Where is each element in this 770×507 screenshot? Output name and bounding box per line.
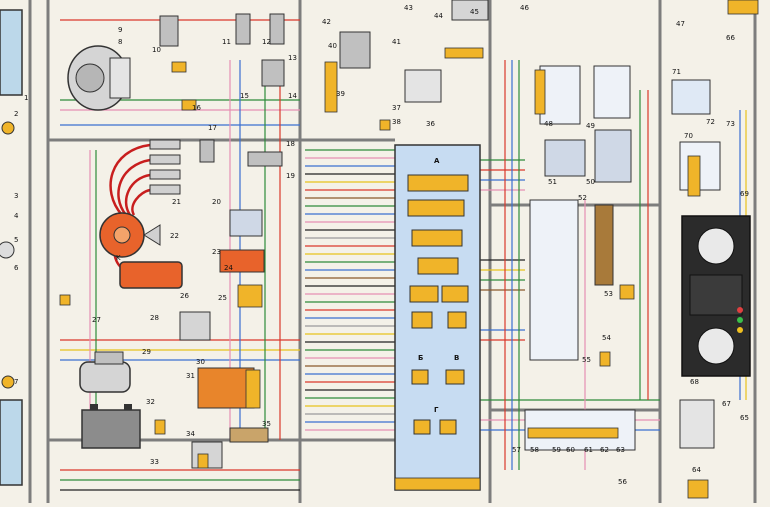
- ref-number-63: 63: [616, 446, 625, 454]
- ref-number-12: 12: [262, 38, 271, 46]
- instrument-cluster: [681, 215, 751, 377]
- ref-number-4: 4: [14, 212, 19, 220]
- ref-number-42: 42: [322, 18, 331, 26]
- ref-number-58: 58: [530, 446, 539, 454]
- ref-number-46: 46: [520, 4, 529, 12]
- ref-number-55: 55: [582, 356, 591, 364]
- ref-number-57: 57: [512, 446, 521, 454]
- ref-number-40: 40: [328, 42, 337, 50]
- ref-number-25: 25: [218, 294, 227, 302]
- block-letter-4: Г: [434, 406, 439, 414]
- ref-number-61: 61: [584, 446, 593, 454]
- ref-number-62: 62: [600, 446, 609, 454]
- ref-number-69: 69: [740, 190, 749, 198]
- ref-number-24: 24: [224, 264, 233, 272]
- block-letter-1: А: [434, 157, 440, 165]
- ref-number-9: 9: [118, 26, 122, 34]
- ref-number-50: 50: [586, 178, 595, 186]
- ref-number-70: 70: [684, 132, 693, 140]
- distributor: [99, 212, 161, 258]
- ref-number-66: 66: [726, 34, 735, 42]
- ref-number-31: 31: [186, 372, 195, 380]
- ref-number-35: 35: [262, 420, 271, 428]
- connector-pads: [59, 0, 759, 499]
- ref-number-10: 10: [152, 46, 161, 54]
- ref-number-32: 32: [146, 398, 155, 406]
- ref-number-43: 43: [404, 4, 413, 12]
- ref-number-2: 2: [14, 110, 18, 118]
- wire-bundle-center: [305, 149, 395, 431]
- ref-number-8: 8: [118, 38, 122, 46]
- ref-number-47: 47: [676, 20, 685, 28]
- ref-number-56: 56: [618, 478, 627, 486]
- block-letter-3: В: [454, 354, 459, 362]
- headlight-left: [0, 9, 23, 486]
- coil-label: K: [116, 254, 121, 262]
- ref-number-14: 14: [288, 92, 297, 100]
- ref-number-44: 44: [434, 12, 443, 20]
- mounting-block: [394, 144, 481, 491]
- ref-number-30: 30: [196, 358, 205, 366]
- ref-number-29: 29: [142, 348, 151, 356]
- ref-number-19: 19: [286, 172, 295, 180]
- ref-number-5: 5: [14, 236, 18, 244]
- ref-number-60: 60: [566, 446, 575, 454]
- ref-number-38: 38: [392, 118, 401, 126]
- ref-number-41: 41: [392, 38, 401, 46]
- ref-number-20: 20: [212, 198, 221, 206]
- ref-number-65: 65: [740, 414, 749, 422]
- starter: [79, 351, 131, 393]
- ref-number-52: 52: [578, 194, 587, 202]
- ref-number-6: 6: [14, 264, 19, 272]
- ref-number-49: 49: [586, 122, 595, 130]
- ref-number-71: 71: [672, 68, 681, 76]
- ref-number-72: 72: [706, 118, 715, 126]
- ref-number-45: 45: [470, 8, 479, 16]
- ref-number-1: 1: [24, 94, 28, 102]
- generator: [67, 45, 131, 111]
- ref-number-37: 37: [392, 104, 401, 112]
- ref-number-34: 34: [186, 430, 195, 438]
- ref-number-67: 67: [722, 400, 731, 408]
- ref-number-68: 68: [690, 378, 699, 386]
- ref-number-54: 54: [602, 334, 611, 342]
- ref-number-11: 11: [222, 38, 231, 46]
- ref-number-3: 3: [14, 192, 18, 200]
- ignition-coil: [119, 261, 183, 289]
- ref-number-64: 64: [692, 466, 701, 474]
- ref-number-18: 18: [286, 140, 295, 148]
- ref-number-7: 7: [14, 378, 18, 386]
- ref-number-23: 23: [212, 248, 221, 256]
- battery: [81, 404, 141, 449]
- relay-modules: [159, 0, 721, 469]
- ref-number-15: 15: [240, 92, 249, 100]
- ref-number-21: 21: [172, 198, 181, 206]
- ref-number-16: 16: [192, 104, 201, 112]
- ref-number-28: 28: [150, 314, 159, 322]
- spark-plugs: [149, 139, 181, 195]
- ref-number-22: 22: [170, 232, 179, 240]
- harness-trunks: [28, 0, 757, 503]
- ref-number-17: 17: [208, 124, 217, 132]
- ref-number-27: 27: [92, 316, 101, 324]
- ref-number-33: 33: [150, 458, 159, 466]
- ref-number-51: 51: [548, 178, 557, 186]
- ref-number-36: 36: [426, 120, 435, 128]
- ref-number-59: 59: [552, 446, 561, 454]
- ref-number-13: 13: [288, 54, 297, 62]
- ref-number-53: 53: [604, 290, 613, 298]
- ref-number-48: 48: [544, 120, 553, 128]
- ref-number-39: 39: [336, 90, 345, 98]
- ref-number-73: 73: [726, 120, 735, 128]
- ref-number-26: 26: [180, 292, 189, 300]
- block-letter-2: Б: [418, 354, 423, 362]
